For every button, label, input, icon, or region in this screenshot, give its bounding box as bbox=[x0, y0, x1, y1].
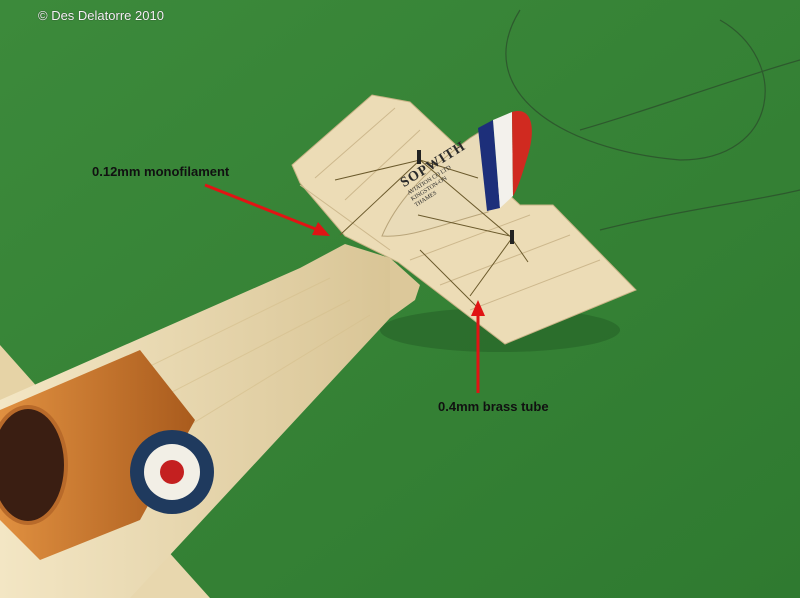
loose-monofilament-loop bbox=[505, 9, 800, 231]
control-horn-left bbox=[417, 150, 421, 164]
arrow-monofilament-head bbox=[312, 222, 330, 236]
roundel-center bbox=[160, 460, 184, 484]
cockpit-rim bbox=[0, 405, 68, 525]
rudder-white-stripe bbox=[493, 112, 513, 208]
rudder-blue-stripe bbox=[478, 120, 500, 211]
control-horn-right bbox=[510, 230, 514, 244]
arrow-brass-tube-head bbox=[471, 300, 485, 316]
arrow-monofilament-shaft bbox=[204, 183, 319, 232]
brass-tube-label: 0.4mm brass tube bbox=[438, 399, 549, 414]
tailplane-ribs bbox=[299, 107, 601, 311]
rudder-red-stripe bbox=[512, 111, 532, 196]
fuselage-top bbox=[345, 244, 420, 318]
cockpit-opening bbox=[0, 407, 66, 523]
monofilament-label: 0.12mm monofilament bbox=[92, 164, 230, 179]
copyright-text: © Des Delatorre 2010 bbox=[38, 8, 164, 23]
tailplane bbox=[291, 94, 637, 345]
fin bbox=[381, 127, 489, 237]
